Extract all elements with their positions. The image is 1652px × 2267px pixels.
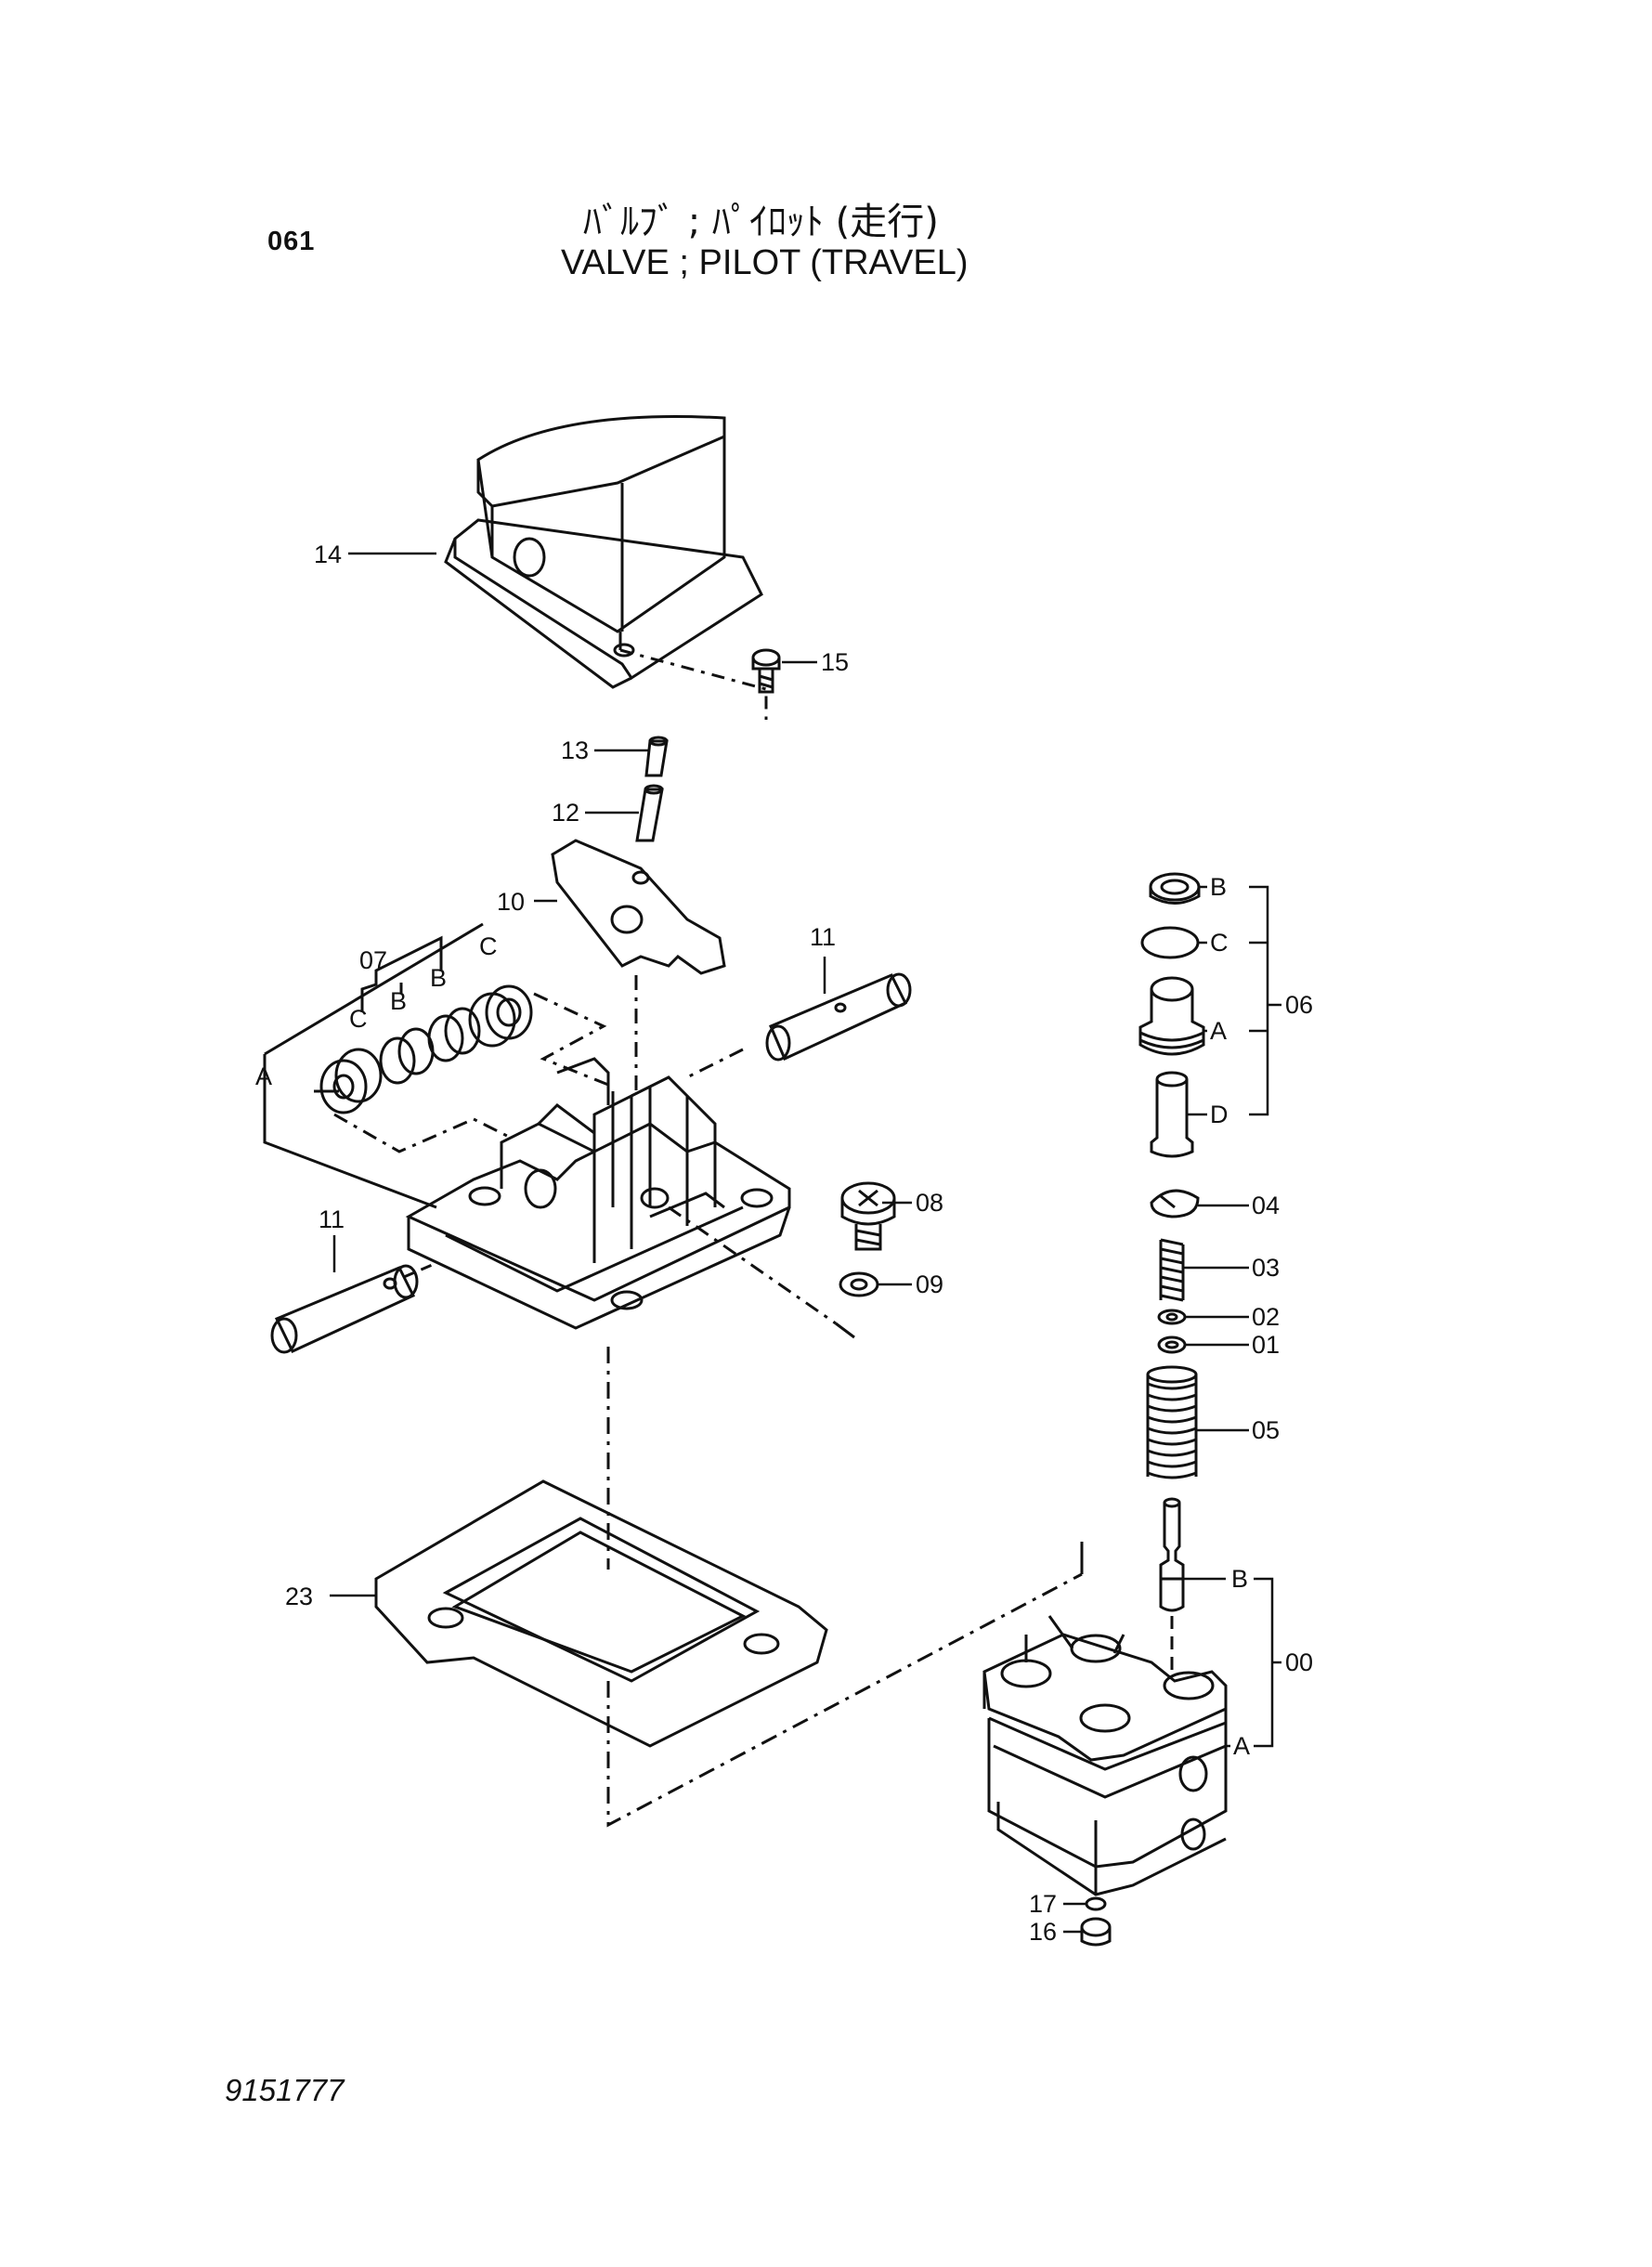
callout-08: 08 (916, 1189, 943, 1217)
pin-part-13 (644, 736, 669, 777)
seal-ring-06-b (1149, 872, 1201, 905)
valve-housing-00 (982, 1615, 1228, 1896)
callout-16: 16 (1029, 1918, 1057, 1946)
callout-06-c: C (1210, 929, 1229, 957)
callout-01: 01 (1252, 1331, 1280, 1359)
washer-part-01 (1157, 1335, 1187, 1354)
callout-23: 23 (285, 1583, 313, 1610)
guide-06-a (1138, 976, 1205, 1056)
gasket-part-23 (374, 1479, 828, 1748)
spring-seat-04 (1150, 1189, 1200, 1218)
callout-10: 10 (497, 888, 525, 916)
callout-07: 07 (359, 946, 387, 974)
callout-b-2: B (430, 964, 447, 992)
o-ring-06-c (1140, 926, 1200, 959)
plug-part-16 (1080, 1917, 1112, 1947)
leader-line (619, 648, 768, 720)
callout-00-a: A (1233, 1732, 1250, 1760)
plug-part-08 (840, 1181, 896, 1251)
callout-b-1: B (390, 987, 407, 1015)
callout-02: 02 (1252, 1303, 1280, 1331)
spring-part-03 (1159, 1238, 1185, 1302)
plunger-06-d (1150, 1071, 1194, 1158)
leader-line (606, 1572, 1083, 1828)
callout-00: 00 (1285, 1648, 1313, 1676)
callout-03: 03 (1252, 1254, 1280, 1282)
callout-05: 05 (1252, 1416, 1280, 1444)
valve-body-part (405, 1057, 791, 1330)
spring-part-05 (1146, 1365, 1198, 1479)
bracket-07 (360, 935, 443, 1012)
title-english: VALVE ; PILOT (TRAVEL) (561, 243, 969, 282)
callout-06-a: A (1210, 1017, 1227, 1045)
callout-a-left: A (255, 1062, 272, 1090)
callout-12: 12 (552, 799, 579, 827)
callout-11-left: 11 (319, 1205, 345, 1233)
callout-17: 17 (1029, 1890, 1057, 1918)
bracket-a-left (264, 922, 484, 1056)
spool-00-b (1159, 1497, 1185, 1612)
leader-line (533, 992, 614, 1088)
callout-14: 14 (314, 541, 342, 568)
pin-part-11-right (765, 972, 912, 1062)
callout-13: 13 (561, 736, 589, 764)
footer-code: 9151777 (225, 2073, 345, 2107)
callout-11-right: 11 (810, 923, 836, 951)
callout-15: 15 (821, 648, 849, 676)
seal-group-07 (319, 984, 533, 1114)
cover-part (444, 414, 763, 689)
callout-09: 09 (916, 1270, 943, 1298)
bolt-part-15 (751, 648, 781, 694)
leader-line (668, 1205, 837, 1325)
callout-c-2: C (479, 932, 498, 960)
callout-labels: 14 15 13 12 10 11 11 07 C B B C A 08 09 … (255, 541, 1313, 1946)
bracket-a-left-lower (263, 1054, 437, 1209)
callout-04: 04 (1252, 1192, 1280, 1219)
leader-line (686, 1048, 744, 1079)
page-number: 061 (267, 227, 316, 256)
washer-part-02 (1157, 1309, 1187, 1325)
title-japanese: ﾊﾞﾙﾌﾞ ; ﾊﾟｲﾛｯﾄ (走行) (583, 201, 939, 243)
callout-06-b: B (1210, 873, 1227, 901)
pin-part-11-left (270, 1264, 419, 1354)
callout-leaders (330, 552, 1281, 1934)
leader-line (333, 1113, 512, 1153)
lever-part-10 (551, 839, 726, 975)
callout-06: 06 (1285, 991, 1313, 1019)
washer-part-09 (839, 1271, 879, 1297)
callout-06-d: D (1210, 1101, 1229, 1128)
o-ring-part-17 (1085, 1896, 1107, 1911)
callout-00-b: B (1231, 1565, 1248, 1593)
callout-c-1: C (349, 1005, 368, 1033)
pin-part-12 (635, 784, 664, 842)
